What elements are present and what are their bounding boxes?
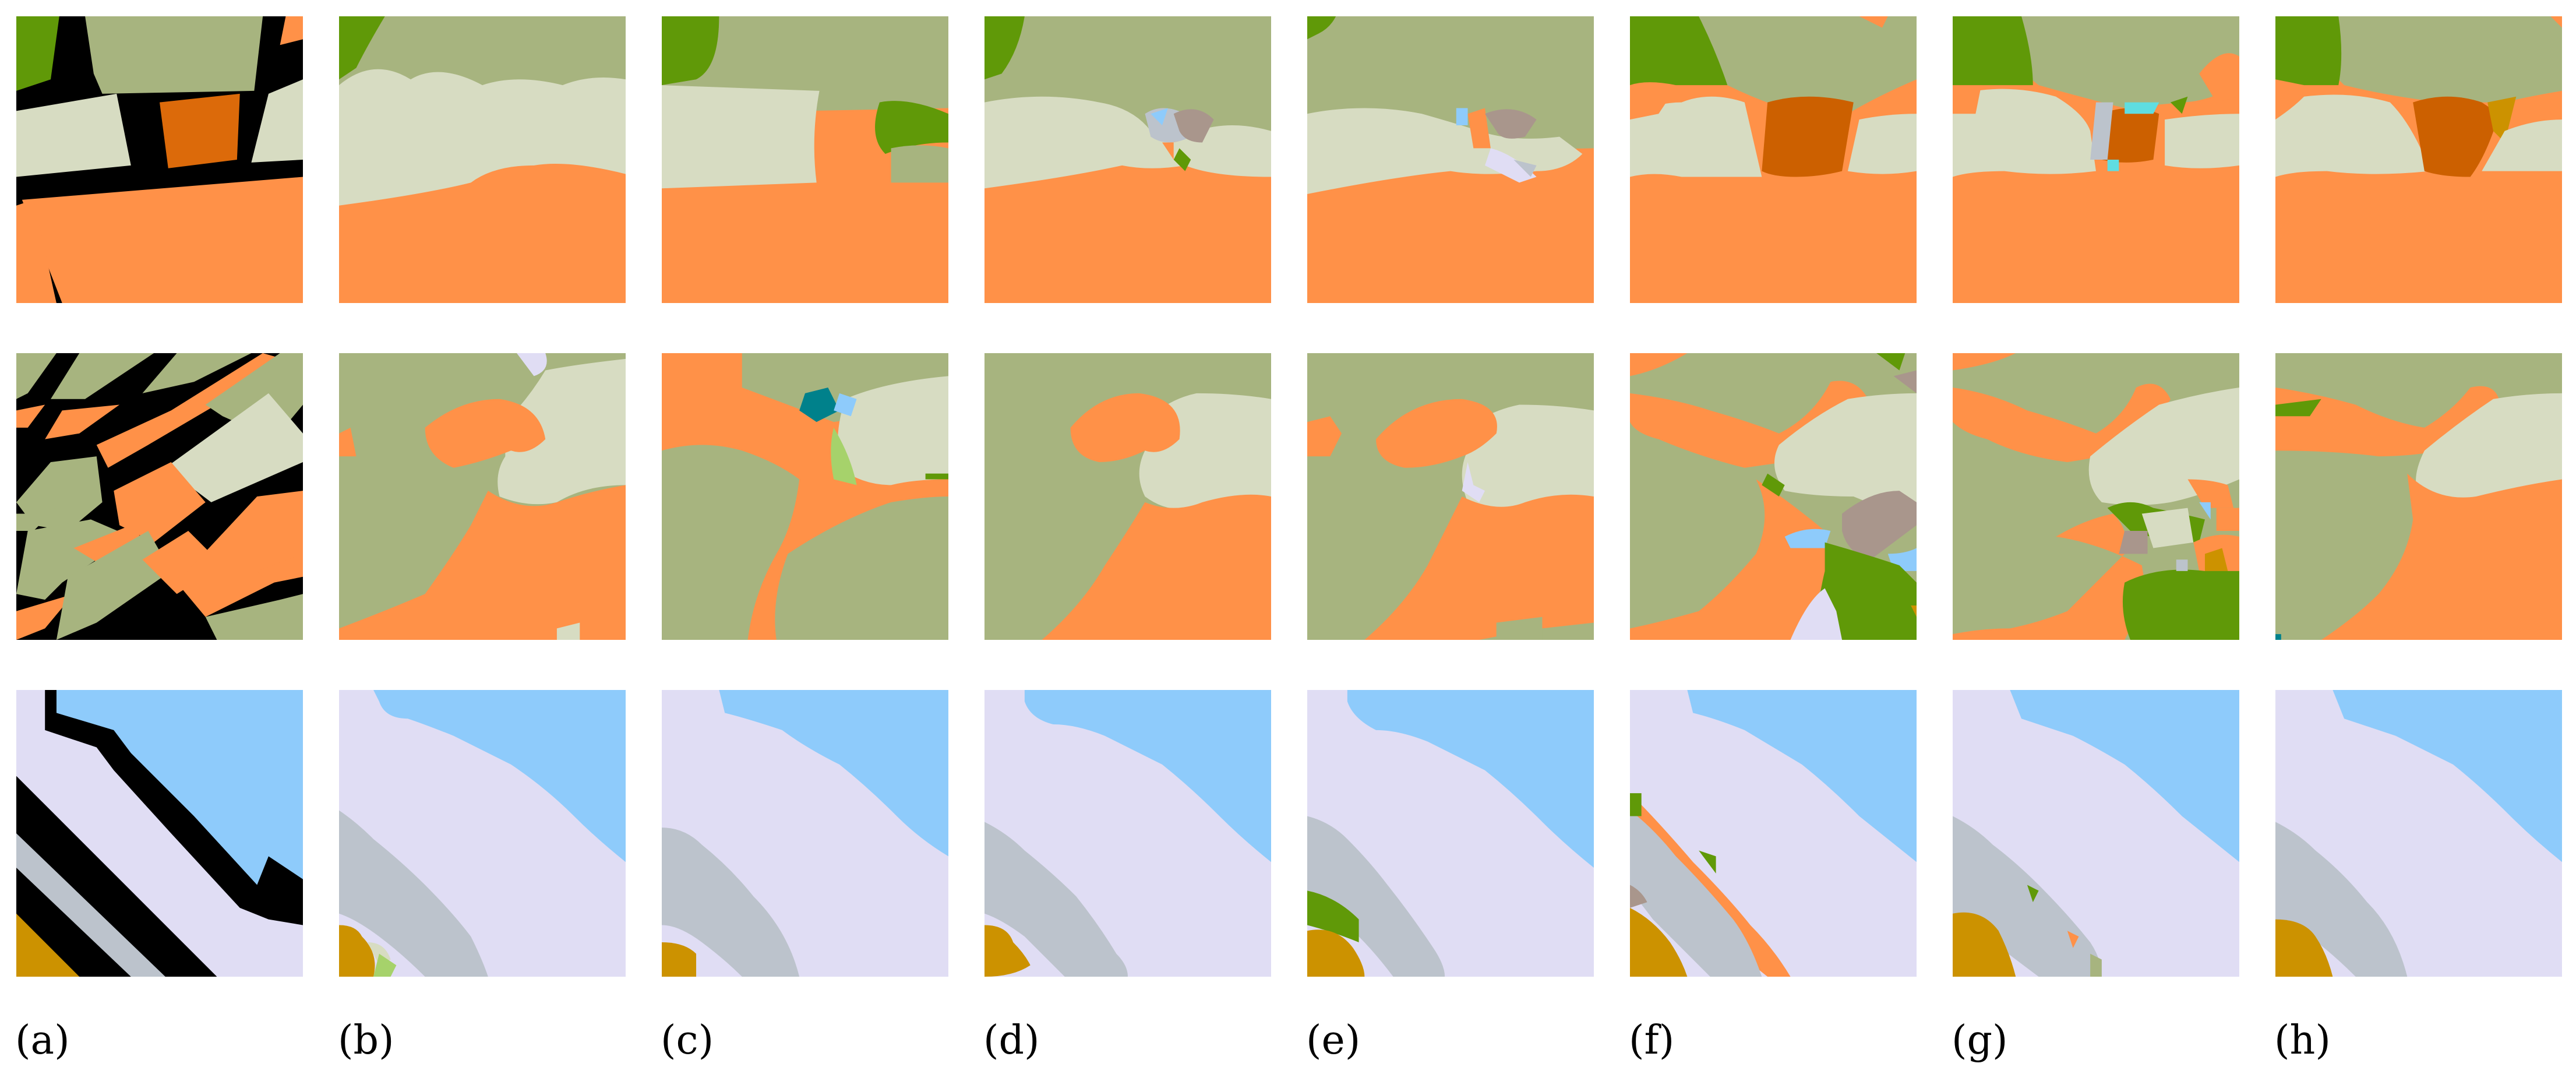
tile-r2-b bbox=[339, 353, 626, 640]
tile-r2-a bbox=[16, 353, 303, 640]
tile-r1-a bbox=[16, 16, 303, 303]
tile-r3-a bbox=[16, 690, 303, 977]
tile-r3-g bbox=[1953, 690, 2239, 977]
tile-r1-c bbox=[662, 16, 948, 303]
tile-r1-b bbox=[339, 16, 626, 303]
tile-r1-g bbox=[1953, 16, 2239, 303]
tile-r1-f bbox=[1630, 16, 1917, 303]
caption-c: (c) bbox=[661, 1017, 714, 1064]
tile-r2-c bbox=[662, 353, 948, 640]
tile-r2-f bbox=[1630, 353, 1917, 640]
tile-r1-d bbox=[984, 16, 1271, 303]
tile-r2-h bbox=[2275, 353, 2562, 640]
tile-r3-d bbox=[984, 690, 1271, 977]
tile-r2-d bbox=[984, 353, 1271, 640]
caption-h: (h) bbox=[2274, 1017, 2331, 1064]
tile-r3-b bbox=[339, 690, 626, 977]
tile-r3-c bbox=[662, 690, 948, 977]
tile-r3-h bbox=[2275, 690, 2562, 977]
caption-a: (a) bbox=[15, 1017, 70, 1064]
tile-r2-e bbox=[1307, 353, 1594, 640]
caption-d: (d) bbox=[983, 1017, 1040, 1064]
caption-e: (e) bbox=[1306, 1017, 1361, 1064]
caption-g: (g) bbox=[1952, 1017, 2008, 1064]
tile-r1-e bbox=[1307, 16, 1594, 303]
tile-r2-g bbox=[1953, 353, 2239, 640]
caption-f: (f) bbox=[1629, 1017, 1675, 1064]
tile-r3-e bbox=[1307, 690, 1594, 977]
tile-r1-h bbox=[2275, 16, 2562, 303]
tile-r3-f bbox=[1630, 690, 1917, 977]
caption-b: (b) bbox=[338, 1017, 394, 1064]
